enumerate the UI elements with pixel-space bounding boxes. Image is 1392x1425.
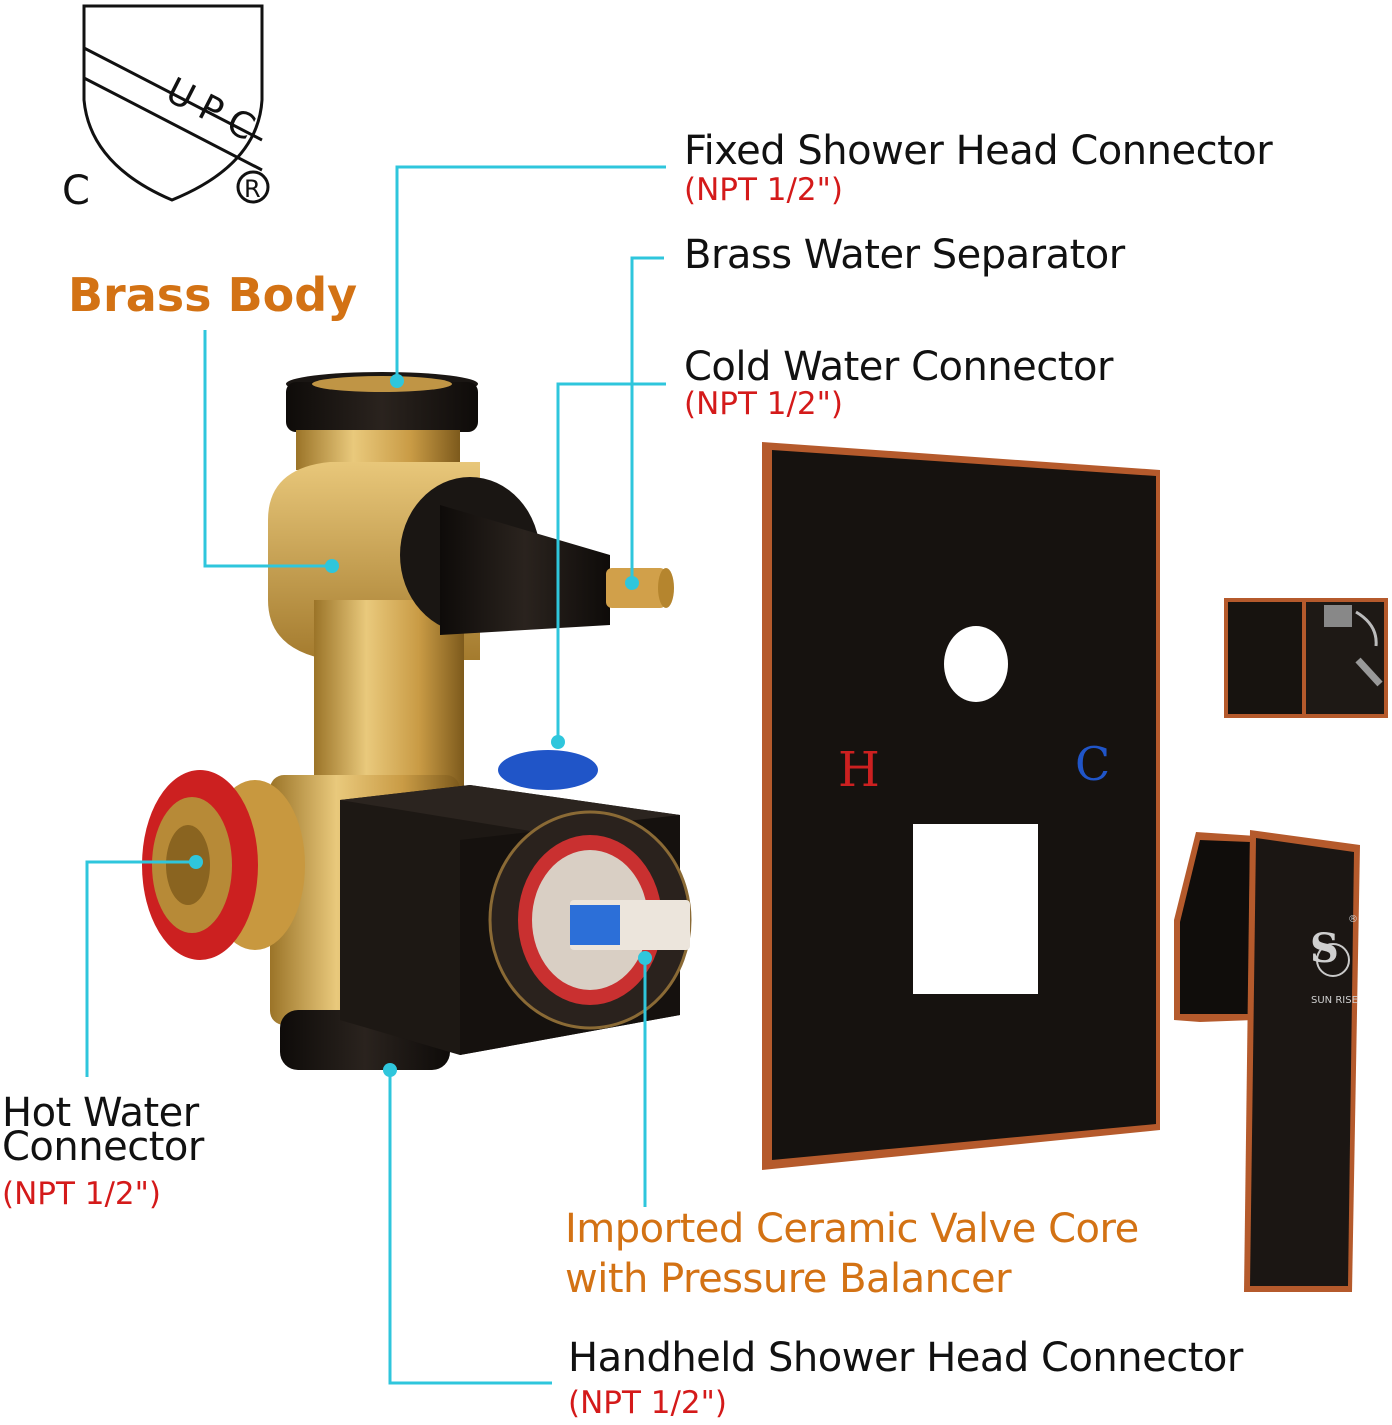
sunrise-logo-icon: [1316, 943, 1350, 977]
leader-brass-body: [203, 330, 332, 568]
fixed-shower-connector-spec: (NPT 1/2"): [684, 172, 844, 208]
leader-dots: [189, 374, 652, 1077]
separator-black-sleeve: [440, 505, 610, 635]
registered-letter: R: [244, 175, 261, 203]
upc-certification-mark: UPC C R: [62, 4, 270, 214]
trim-plate-face: [772, 450, 1156, 1160]
handheld-shower-connector-label: Handheld Shower Head Connector: [568, 1335, 1243, 1381]
shower-head-icon: [1324, 605, 1352, 627]
leader-lines: [85, 165, 666, 1385]
upc-text: UPC: [159, 70, 270, 153]
top-outlet-cap: [286, 382, 478, 432]
leader-fixed-shower: [395, 165, 666, 380]
brass-body-label: Brass Body: [68, 268, 358, 322]
hot-letter: H: [838, 742, 880, 798]
registered-circle: [236, 170, 270, 204]
trim-plate-stem-hole: [944, 626, 1008, 702]
valve-core-label-line1: Imported Ceramic Valve Core: [565, 1206, 1139, 1252]
leader-cold-water: [556, 382, 666, 742]
shield-icon: [82, 4, 264, 202]
c-letter: C: [62, 168, 90, 214]
sunrise-registered: ®: [1348, 914, 1358, 925]
sunrise-brand-name: SUN RISE: [1311, 995, 1358, 1006]
valve-core-label-line2: with Pressure Balancer: [565, 1256, 1012, 1302]
diverter-knob: [1224, 598, 1388, 718]
handheld-shower-connector-spec: (NPT 1/2"): [568, 1385, 728, 1421]
leader-hot-water: [85, 860, 196, 1077]
leader-handheld: [388, 1070, 552, 1385]
rotate-arrow-icon: [1355, 610, 1378, 647]
trim-plate: H C: [762, 442, 1160, 1170]
cold-letter: C: [1075, 737, 1110, 791]
cold-inlet-blue-cap: [498, 750, 598, 790]
cold-water-connector-label: Cold Water Connector: [684, 344, 1113, 390]
handheld-shower-icon: [1355, 657, 1383, 687]
cold-water-connector-spec: (NPT 1/2"): [684, 386, 844, 422]
sunrise-logo-mark: S: [1310, 925, 1339, 972]
valve-body-illustration: [142, 372, 692, 1070]
leader-separator: [630, 256, 664, 583]
hot-water-connector-label-line2: Connector: [2, 1124, 204, 1170]
hot-water-connector-label-line1: Hot Water: [2, 1090, 199, 1136]
vertical-brass-stem: [314, 600, 464, 800]
shield-band: [83, 46, 263, 172]
hot-water-connector-spec: (NPT 1/2"): [2, 1176, 162, 1212]
lever-handle: S ® SUN RISE: [1174, 830, 1360, 1292]
trim-plate-square-hole: [913, 824, 1038, 994]
fixed-shower-connector-label: Fixed Shower Head Connector: [684, 128, 1273, 174]
brass-water-separator-label: Brass Water Separator: [684, 232, 1125, 278]
